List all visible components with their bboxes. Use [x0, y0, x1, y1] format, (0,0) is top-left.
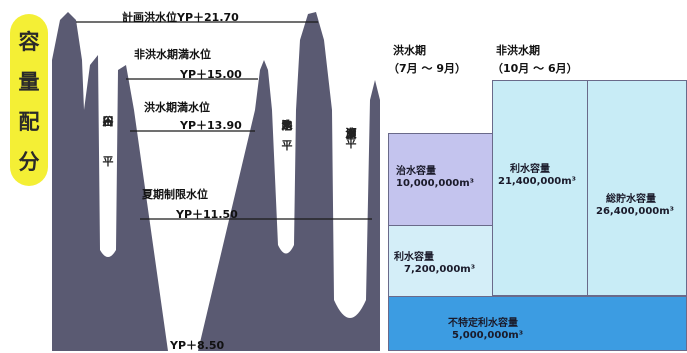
- channel-char: 平: [281, 139, 293, 152]
- channel-char: 川: [345, 127, 357, 140]
- level-value-summer-limit: YP＋11.50: [176, 208, 238, 221]
- water-use-nonflood-value: 21,400,000m³: [498, 176, 577, 187]
- flood-control-label: 治水容量: [396, 166, 436, 177]
- level-label-flood-full: 洪水期満水位: [144, 101, 210, 114]
- channel-char: 平: [102, 155, 114, 168]
- nonflood-season-header: 非洪水期: [496, 44, 540, 57]
- title-char: 配: [18, 110, 40, 134]
- total-capacity-value: 26,400,000m³: [596, 206, 675, 217]
- level-label-nonflood-full: 非洪水期満水位: [134, 48, 211, 61]
- water-use-nonflood-label: 利水容量: [510, 164, 550, 175]
- total-capacity-label: 総貯水容量: [606, 194, 656, 205]
- box-total-capacity: [587, 80, 687, 296]
- channel-char: 谷: [102, 115, 114, 128]
- box-water-use-flood: [388, 225, 493, 297]
- nonflood-season-period: （10月 ～ 6月）: [492, 62, 578, 75]
- title-char: 量: [18, 70, 40, 94]
- level-label-summer-limit: 夏期制限水位: [142, 188, 208, 201]
- channel-char: 内: [281, 119, 293, 132]
- level-value-bottom: YP＋8.50: [170, 339, 225, 352]
- channel-char: 渡: [345, 127, 357, 140]
- water-use-flood-label: 利水容量: [394, 252, 434, 263]
- title-badge: 容 量 配 分: [10, 14, 48, 186]
- channel-char: 良: [345, 127, 357, 140]
- flood-season-header: 洪水期: [393, 44, 426, 57]
- channel-char: 田: [102, 115, 114, 128]
- channel-char: 川: [102, 115, 114, 128]
- flood-season-period: （7月 ～ 9月）: [388, 62, 466, 75]
- dam-concrete: [52, 12, 380, 351]
- water-use-flood-value: 7,200,000m³: [404, 264, 476, 275]
- title-char: 分: [18, 150, 40, 174]
- box-water-use-nonflood: [492, 80, 588, 296]
- level-value-nonflood-full: YP＋15.00: [180, 68, 242, 81]
- unspecified-water-use-label: 不特定利水容量: [448, 318, 518, 329]
- box-unspecified-water-use: [388, 296, 687, 351]
- unspecified-water-use-value: 5,000,000m³: [452, 330, 524, 341]
- level-label-planned-flood: 計画洪水位YP＋21.70: [122, 11, 239, 24]
- channel-char: 水: [281, 119, 293, 132]
- box-flood-control: [388, 133, 493, 226]
- channel-char: 池: [281, 119, 293, 132]
- level-value-flood-full: YP＋13.90: [180, 119, 242, 132]
- channel-char: 平: [345, 137, 357, 150]
- title-char: 容: [18, 30, 40, 54]
- channel-char: 瀬: [345, 127, 357, 140]
- channel-char: 路: [281, 119, 293, 132]
- flood-control-value: 10,000,000m³: [396, 178, 475, 189]
